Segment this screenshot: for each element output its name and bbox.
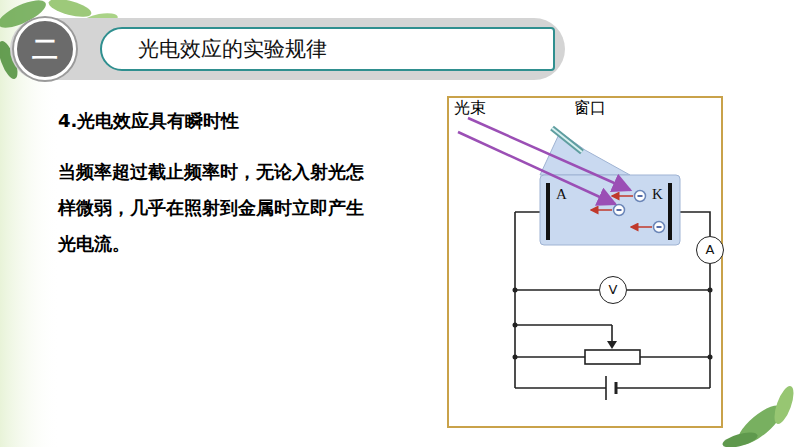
electrode-label: K — [652, 186, 663, 202]
electron-arrow — [612, 195, 633, 197]
title-band: 光电效应的实验规律 — [100, 27, 555, 71]
electron-sign — [657, 226, 662, 228]
window-glass — [552, 128, 582, 152]
light-beam — [458, 132, 615, 204]
electron-sign — [617, 209, 622, 211]
window-label: 窗口 — [574, 98, 634, 118]
beam-label: 光束 — [454, 98, 514, 118]
rheostat-symbol — [585, 350, 640, 364]
section-number: 二 — [32, 32, 58, 67]
electron-sign — [638, 195, 643, 197]
slide-title: 光电效应的实验规律 — [138, 35, 327, 63]
phototube-shape — [530, 110, 680, 250]
ammeter-symbol: A — [696, 236, 724, 264]
electron-arrow — [631, 226, 652, 228]
electron — [635, 191, 646, 202]
light-beam — [468, 118, 630, 190]
section-number-circle: 二 — [14, 18, 76, 80]
wire-connector — [680, 212, 710, 236]
phototube: AK — [530, 110, 680, 250]
slider-arrow — [607, 341, 617, 349]
body-paragraph: 当频率超过截止频率时，无论入射光怎样微弱，几乎在照射到金属时立即产生光电流。 — [58, 154, 376, 262]
meter-letter: A — [706, 243, 715, 257]
electron-arrow — [591, 209, 612, 211]
electron — [614, 205, 625, 216]
tube-body — [540, 175, 680, 245]
battery-symbol — [606, 376, 616, 400]
window-symbol — [552, 128, 582, 152]
leaves-bottom-right — [721, 384, 794, 447]
tube-neck — [540, 132, 630, 175]
anode-plate — [546, 183, 550, 240]
header-band — [10, 18, 565, 80]
electron — [654, 222, 665, 233]
meter-letter: V — [609, 283, 618, 297]
figure-frame — [448, 97, 722, 427]
electrode-label: A — [556, 186, 567, 202]
cathode-plate — [668, 183, 672, 240]
section-heading: 4.光电效应具有瞬时性 — [58, 108, 418, 134]
voltmeter-symbol: V — [599, 276, 627, 304]
